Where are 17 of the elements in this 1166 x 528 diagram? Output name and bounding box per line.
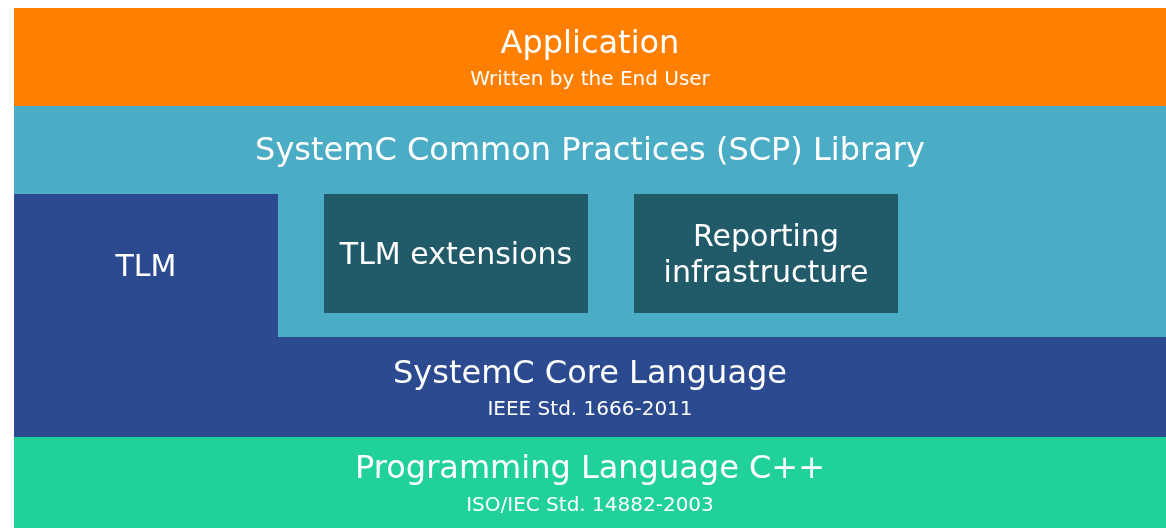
layer-title: SystemC Core Language bbox=[393, 352, 787, 392]
layer-band bbox=[14, 8, 1166, 106]
layer-subtitle: ISO/IEC Std. 14882-2003 bbox=[466, 490, 714, 517]
layer-band bbox=[14, 106, 1166, 337]
layer-title: Application bbox=[500, 22, 680, 62]
layer-subtitle: Written by the End User bbox=[470, 65, 710, 92]
layer-title: TLM bbox=[115, 247, 177, 284]
layer-title: Programming Language C++ bbox=[355, 448, 825, 487]
layer-title: TLM extensions bbox=[339, 235, 573, 272]
layer-title: Reporting infrastructure bbox=[662, 217, 870, 290]
module-box bbox=[324, 194, 588, 313]
layer-subtitle: IEEE Std. 1666-2011 bbox=[487, 395, 693, 422]
layer-band bbox=[14, 337, 1166, 437]
layer-band bbox=[14, 437, 1166, 528]
layer-title: SystemC Common Practices (SCP) Library bbox=[255, 130, 925, 169]
module-box bbox=[634, 194, 898, 313]
module-box bbox=[14, 194, 278, 337]
